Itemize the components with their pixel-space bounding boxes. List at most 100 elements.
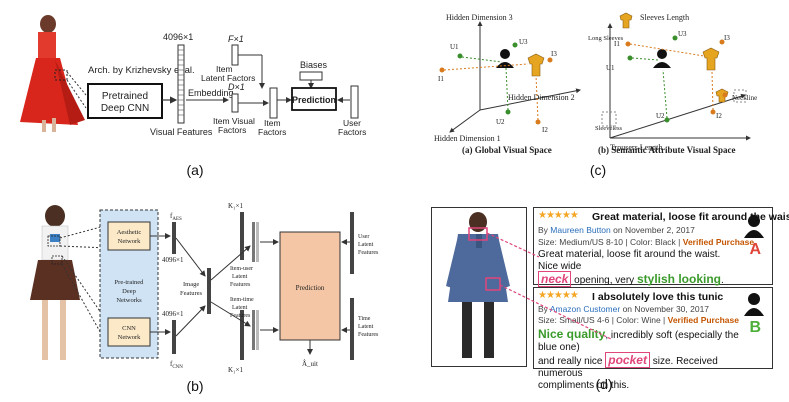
user-a-tag: A bbox=[749, 241, 761, 258]
item-visual-label-1: Item Visual bbox=[213, 116, 255, 126]
item-visual-label-2: Factors bbox=[218, 125, 246, 135]
neckline-label: Neckline bbox=[732, 94, 757, 102]
review-a-title: Great material, loose fit around the wai… bbox=[592, 211, 789, 223]
pt-u2: U2 bbox=[496, 118, 505, 126]
item-user-label-2: Latent bbox=[232, 274, 248, 280]
image-features-label-1: Image bbox=[183, 281, 199, 288]
shirt-icon-right bbox=[702, 47, 720, 71]
arch-label: Arch. by Krizhevsky et al. bbox=[88, 65, 195, 76]
sleeves-length-label: Sleeves Length bbox=[640, 13, 689, 22]
sleeveless-label: Sleeveless bbox=[595, 125, 623, 132]
user-factors-vector bbox=[350, 85, 359, 119]
item-time-vector bbox=[240, 310, 244, 360]
user-factors-label-1: User bbox=[343, 118, 361, 128]
review-a-author[interactable]: Maureen Button bbox=[550, 225, 611, 235]
hidden-dim-3: Hidden Dimension 3 bbox=[446, 13, 513, 22]
user-latent-label-1: User bbox=[358, 234, 369, 240]
item-user-label-1: Item-user bbox=[230, 266, 253, 272]
item-user-vector bbox=[240, 212, 244, 260]
aesthetic-network-box bbox=[107, 221, 151, 251]
dim-4096: 4096×1 bbox=[163, 32, 193, 42]
d-dim: D×1 bbox=[228, 82, 245, 92]
biases-box bbox=[299, 71, 323, 81]
caption-d: (d) bbox=[595, 376, 613, 392]
output-label: Â_uit bbox=[302, 360, 318, 368]
image-features-vector bbox=[207, 268, 211, 314]
item-latent-vector bbox=[231, 44, 239, 66]
tunic-image bbox=[446, 212, 510, 358]
user-latent-label-2: Latent bbox=[358, 242, 374, 248]
panel-c-diagram: Hidden Dimension 3 Hidden Dimension 2 Hi… bbox=[434, 12, 757, 155]
cnn-network-box bbox=[107, 317, 151, 347]
pretrained-label-3: Networks bbox=[116, 297, 142, 304]
trousers-length-label: Trousers Length bbox=[610, 143, 662, 152]
pt-r-i1: I1 bbox=[614, 40, 620, 48]
item-latent-label-2: Latent Factors bbox=[201, 73, 255, 83]
merged-vector-top-a bbox=[252, 222, 255, 262]
dim-4096-top: 4096×1 bbox=[162, 256, 184, 264]
review-b-author[interactable]: Amazon Customer bbox=[549, 304, 621, 314]
prediction-label: Prediction bbox=[292, 95, 336, 105]
user-icon-right bbox=[657, 49, 667, 59]
item-factors-label-1: Item bbox=[264, 118, 281, 128]
keyword-neck: neck bbox=[538, 271, 572, 287]
dim-4096-bottom: 4096×1 bbox=[162, 310, 184, 318]
k1-bottom: K₁×1 bbox=[228, 366, 243, 374]
item-visual-vector bbox=[231, 93, 239, 113]
user-latent-vector bbox=[350, 212, 354, 274]
keyword-pocket: pocket bbox=[605, 352, 650, 368]
user-a-icon bbox=[744, 215, 764, 238]
f-aes-label: fAES bbox=[170, 212, 182, 222]
review-b-title: I absolutely love this tunic bbox=[592, 291, 724, 303]
caption-c: (c) bbox=[589, 162, 607, 178]
f-dim: F×1 bbox=[228, 34, 244, 44]
time-latent-vector bbox=[350, 298, 354, 360]
global-visual-title: (a) Global Visual Space bbox=[462, 145, 552, 155]
merged-vector-top-b bbox=[256, 222, 259, 262]
f-cnn-vector bbox=[172, 320, 176, 354]
pretrained-label-1: Pre-trained bbox=[115, 279, 145, 286]
panel-b-diagram: Aesthetic Network Pre-trained Deep Netwo… bbox=[30, 202, 379, 374]
merged-vector-bottom-a bbox=[252, 310, 255, 350]
pt-i2: I2 bbox=[542, 126, 548, 134]
user-factors-label-2: Factors bbox=[338, 127, 366, 137]
shirt-icon-top bbox=[619, 12, 633, 29]
item-user-label-3: Features bbox=[230, 282, 251, 288]
cnn-network-label-1: CNN bbox=[122, 325, 136, 332]
prediction-box bbox=[291, 87, 337, 111]
review-a-stars: ★★★★★ bbox=[538, 210, 579, 221]
item-time-label-3: Features bbox=[230, 313, 251, 319]
product-image-box bbox=[431, 207, 527, 367]
cnn-box bbox=[87, 83, 163, 119]
caption-a: (a) bbox=[186, 162, 204, 178]
embedding-label: Embedding bbox=[188, 88, 234, 98]
review-a: ★★★★★ Great material, loose fit around t… bbox=[533, 207, 789, 287]
review-a-text: Great material, loose fit around the wai… bbox=[538, 249, 724, 287]
long-sleeves-label: Long Sleeves bbox=[588, 35, 624, 42]
prediction-block bbox=[279, 231, 341, 341]
pt-r-i3: I3 bbox=[724, 34, 730, 42]
global-visual-space: Hidden Dimension 3 Hidden Dimension 2 Hi… bbox=[434, 13, 581, 155]
panel-d: ★★★★★ Great material, loose fit around t… bbox=[431, 207, 789, 391]
shirt-icon-left bbox=[527, 53, 545, 77]
review-a-byline: By Maureen Button on November 2, 2017 bbox=[538, 225, 695, 235]
visual-features-vector bbox=[177, 44, 185, 124]
cnn-box-label-1: Pretrained bbox=[102, 91, 148, 102]
pt-i3: I3 bbox=[551, 50, 557, 58]
time-latent-label-2: Latent bbox=[358, 324, 374, 330]
cnn-box-label-2: Deep CNN bbox=[101, 103, 149, 114]
aesthetic-network-label-2: Network bbox=[118, 238, 141, 245]
user-latent-label-3: Features bbox=[358, 250, 379, 256]
time-latent-label-1: Time bbox=[358, 316, 371, 322]
k1-top: K₁×1 bbox=[228, 202, 243, 210]
user-b-tag: B bbox=[749, 319, 761, 336]
review-b-text: Nice quality, incredibly soft (especiall… bbox=[538, 327, 739, 391]
review-b-details: Size: Small/US 4-6 | Color: Wine | Verif… bbox=[538, 315, 739, 325]
pt-i1: I1 bbox=[438, 75, 444, 83]
merged-vector-bottom-b bbox=[256, 310, 259, 350]
f-aes-vector bbox=[172, 222, 176, 254]
review-a-details: Size: Medium/US 8-10 | Color: Black | Ve… bbox=[538, 237, 755, 247]
biases-label: Biases bbox=[300, 60, 328, 70]
model-red-dress-image bbox=[20, 15, 85, 132]
semantic-attribute-space: Sleeves Length Long Sleeves Sleeveless T… bbox=[588, 12, 757, 155]
